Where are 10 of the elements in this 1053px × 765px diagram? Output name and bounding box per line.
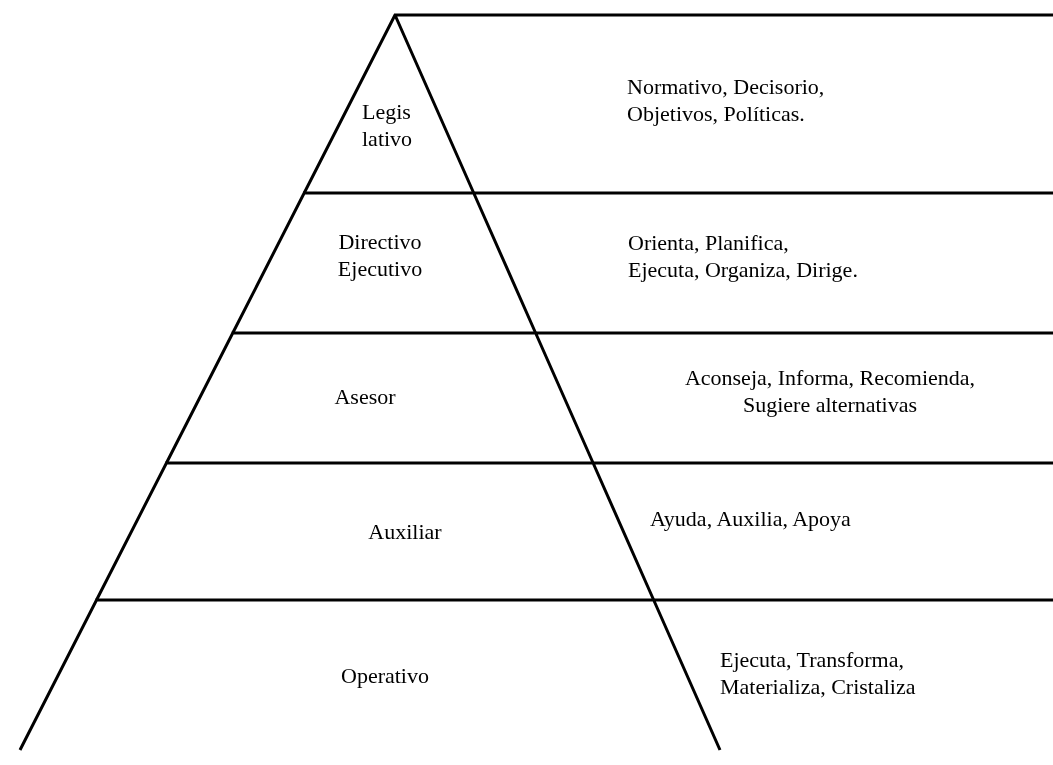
level-name: Directivo Ejecutivo	[336, 228, 424, 282]
level-description: Normativo, Decisorio, Objetivos, Políticas.	[627, 73, 826, 127]
level-name: Asesor	[333, 383, 397, 410]
level-description: Ejecuta, Transforma, Materializa, Cristaliza	[720, 646, 917, 700]
level-description: Orienta, Planifica, Ejecuta, Organiza, Dirige.	[628, 229, 859, 283]
level-name: Legis lativo	[362, 98, 414, 152]
level-name: Auxiliar	[367, 518, 443, 545]
level-description: Ayuda, Auxilia, Apoya	[650, 505, 852, 532]
level-description: Aconseja, Informa, Recomienda, Sugiere alternativas	[683, 364, 977, 418]
level-name: Operativo	[340, 662, 430, 689]
